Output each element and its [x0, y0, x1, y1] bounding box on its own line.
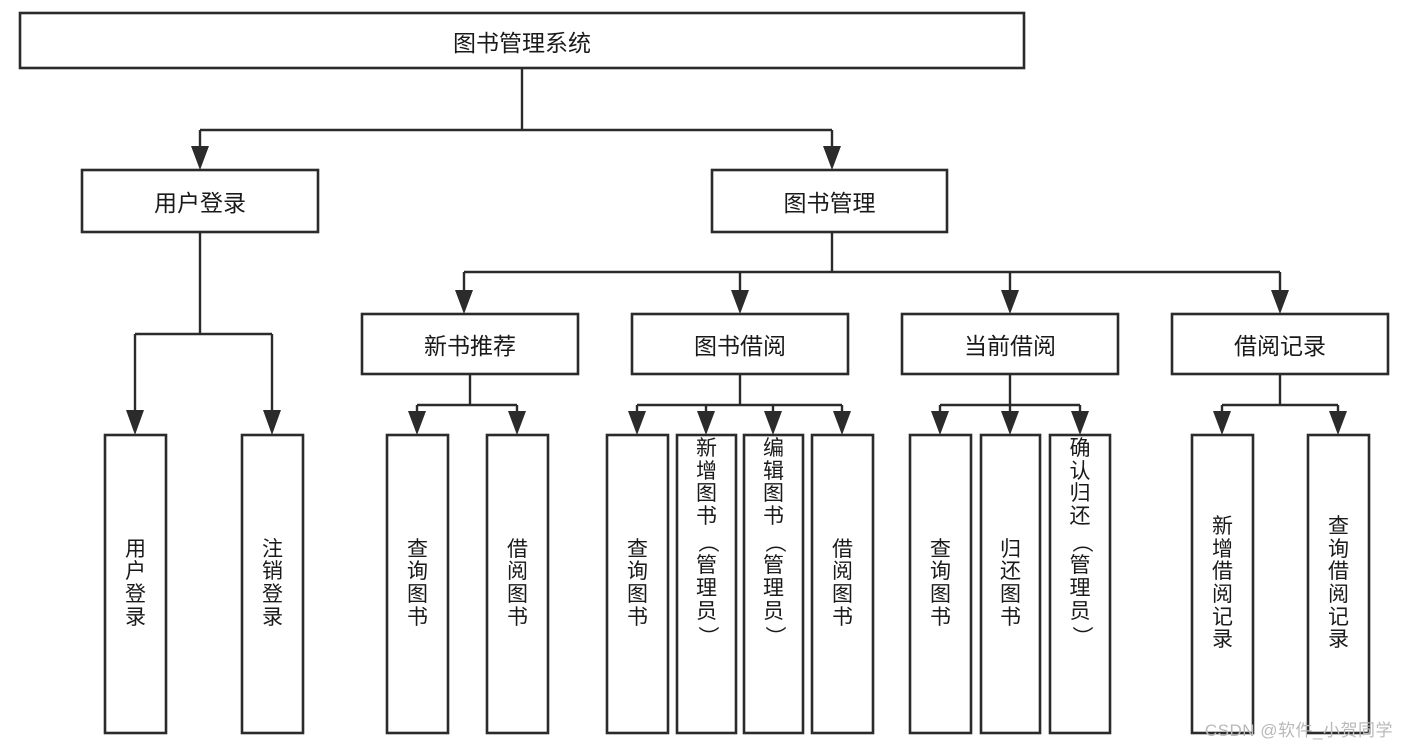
arrow-head-icon	[833, 411, 851, 435]
arrow-head-icon	[1213, 411, 1231, 435]
connector-root-to-level2	[191, 68, 841, 170]
arrow-head-icon	[1329, 411, 1347, 435]
node-book-borrow[interactable]	[630, 312, 850, 376]
leaf-book-borrow-0[interactable]	[605, 433, 670, 735]
arrow-head-icon	[191, 146, 209, 170]
leaf-book-borrow-1[interactable]	[675, 433, 738, 735]
leaf-new-book-1[interactable]	[485, 433, 550, 735]
leaf-current-borrow-0[interactable]	[908, 433, 973, 735]
arrow-head-icon	[126, 410, 144, 435]
node-new-book-recommend[interactable]	[360, 312, 580, 376]
arrow-head-icon	[1001, 290, 1019, 314]
node-root[interactable]	[18, 11, 1026, 70]
connector-borrowrecord-to-leaves	[1213, 374, 1347, 435]
node-user-login[interactable]	[80, 168, 320, 234]
arrow-head-icon	[1271, 290, 1289, 314]
arrow-head-icon	[931, 411, 949, 435]
arrow-head-icon	[408, 411, 426, 435]
leaf-new-book-0[interactable]	[385, 433, 450, 735]
connector-userlogin-to-leaves	[126, 232, 281, 435]
connector-bookmgmt-to-level3	[455, 232, 1289, 314]
leaf-borrow-record-1[interactable]	[1306, 433, 1371, 735]
arrow-head-icon	[455, 290, 473, 314]
arrow-head-icon	[508, 411, 526, 435]
arrow-head-icon	[1071, 411, 1089, 435]
node-borrow-record[interactable]	[1170, 312, 1390, 376]
arrow-head-icon	[697, 411, 715, 435]
arrow-head-icon	[731, 290, 749, 314]
connector-bookborrow-to-leaves	[628, 374, 851, 435]
connector-currentborrow-to-leaves	[931, 374, 1089, 435]
node-current-borrow[interactable]	[900, 312, 1120, 376]
arrow-head-icon	[263, 410, 281, 435]
connector-newbook-to-leaves	[408, 374, 526, 435]
leaf-current-borrow-1[interactable]	[979, 433, 1042, 735]
leaf-borrow-record-0[interactable]	[1190, 433, 1255, 735]
node-book-management[interactable]	[710, 168, 949, 234]
leaf-book-borrow-3[interactable]	[810, 433, 875, 735]
leaf-book-borrow-2[interactable]	[742, 433, 805, 735]
arrow-head-icon	[628, 411, 646, 435]
leaf-current-borrow-2[interactable]	[1048, 433, 1112, 735]
leaf-user-login-0[interactable]	[103, 433, 168, 735]
arrow-head-icon	[764, 411, 782, 435]
watermark: CSDN @软件_小贺同学	[1204, 721, 1393, 740]
leaf-user-login-1[interactable]	[240, 433, 305, 735]
arrow-head-icon	[823, 146, 841, 170]
arrow-head-icon	[1001, 411, 1019, 435]
